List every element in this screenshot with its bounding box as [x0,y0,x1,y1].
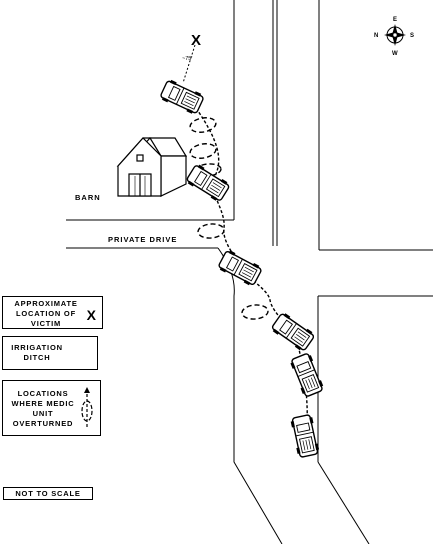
overturn-ellipse [194,163,222,177]
legend-victim-location: APPROXIMATE LOCATION OF VICTIM X [2,296,103,329]
main-road-east-edge [317,461,370,544]
legend-victim-symbol: X [86,307,96,323]
legend-overturn-line: UNIT [32,409,54,418]
legend-ditch-line: IRRIGATION [11,343,63,352]
medic-unit-vehicle [158,77,206,117]
compass-rose: N E S W [374,17,414,57]
medic-unit-vehicle [216,248,264,288]
legend-victim-line: VICTIM [30,319,62,328]
overturn-ellipse [189,143,217,159]
overturn-ellipse [197,223,225,239]
main-road-west-edge [217,247,283,544]
legend-ditch-line: DITCH [23,353,51,362]
distance-label: ~75' [182,56,192,62]
medic-unit-vehicle [289,413,321,459]
compass-west: W [392,51,398,57]
compass-east: E [393,17,397,23]
distance-line [182,44,196,84]
overturn-ellipse [241,304,269,320]
legend-victim-line: LOCATION OF [16,309,76,318]
medic-unit-vehicle [184,162,232,204]
legend-overturn-text: LOCATIONS WHERE MEDIC UNIT OVERTURNED [5,389,81,429]
victim-location-marker: X [191,32,201,49]
legend-ditch-text: IRRIGATION DITCH [7,343,67,363]
roads [66,0,433,544]
barn-label: BARN [75,193,101,202]
legend-overturn-symbol [81,387,93,429]
overturn-ellipse [189,117,217,133]
legend-overturn-locations: LOCATIONS WHERE MEDIC UNIT OVERTURNED [2,380,101,436]
not-to-scale-note: NOT TO SCALE [3,487,93,500]
legend-victim-text: APPROXIMATE LOCATION OF VICTIM [5,299,87,329]
legend-victim-line: APPROXIMATE [14,299,78,308]
private-drive-label: PRIVATE DRIVE [108,235,177,244]
legend-overturn-line: WHERE MEDIC [11,399,75,408]
barn-building [116,137,188,197]
medic-unit-vehicle [269,310,317,354]
legend-irrigation-ditch: IRRIGATION DITCH [2,336,98,370]
compass-south: S [410,33,414,39]
compass-north: N [374,33,378,39]
legend-overturn-line: OVERTURNED [12,419,74,428]
medic-unit-vehicle [288,351,326,399]
legend-overturn-line: LOCATIONS [17,389,69,398]
overturn-locations [189,117,269,320]
